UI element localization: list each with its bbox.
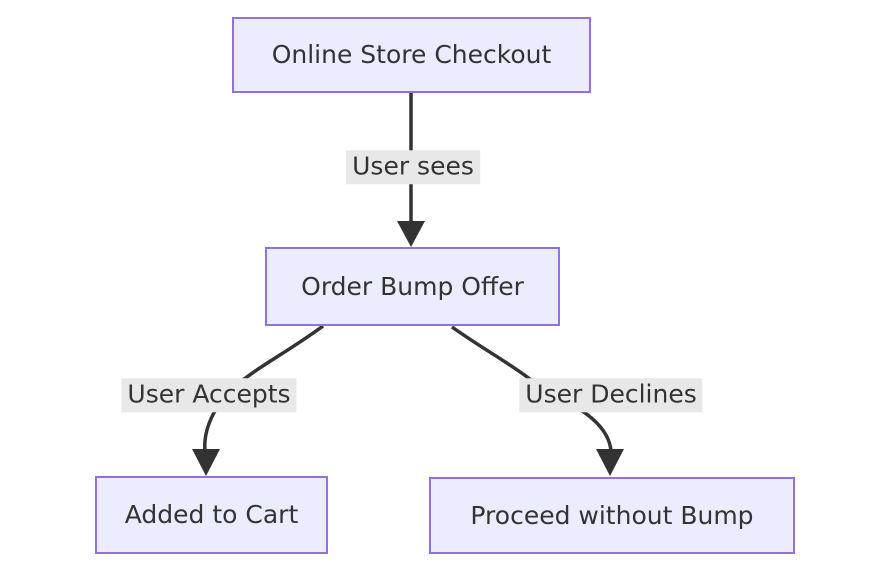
- edge-label-user-declines: User Declines: [519, 378, 703, 412]
- edge-label-user-accepts: User Accepts: [121, 378, 297, 412]
- arrowhead-checkout-to-offer: [397, 221, 425, 247]
- node-added-to-cart: Added to Cart: [95, 476, 328, 554]
- node-label: Added to Cart: [124, 500, 299, 529]
- edge-label-text: User sees: [352, 151, 474, 181]
- node-label: Online Store Checkout: [271, 40, 552, 69]
- node-proceed-without-bump: Proceed without Bump: [429, 477, 795, 554]
- node-label: Proceed without Bump: [470, 500, 754, 530]
- edge-label-text: User Accepts: [127, 379, 291, 409]
- node-online-store-checkout: Online Store Checkout: [232, 17, 591, 93]
- arrowhead-offer-to-added: [192, 449, 220, 476]
- node-order-bump-offer: Order Bump Offer: [265, 247, 560, 326]
- arrowhead-offer-to-proceed: [596, 449, 624, 476]
- edge-label-user-sees: User sees: [346, 150, 480, 184]
- node-label: Order Bump Offer: [301, 271, 524, 301]
- edge-label-text: User Declines: [525, 379, 697, 409]
